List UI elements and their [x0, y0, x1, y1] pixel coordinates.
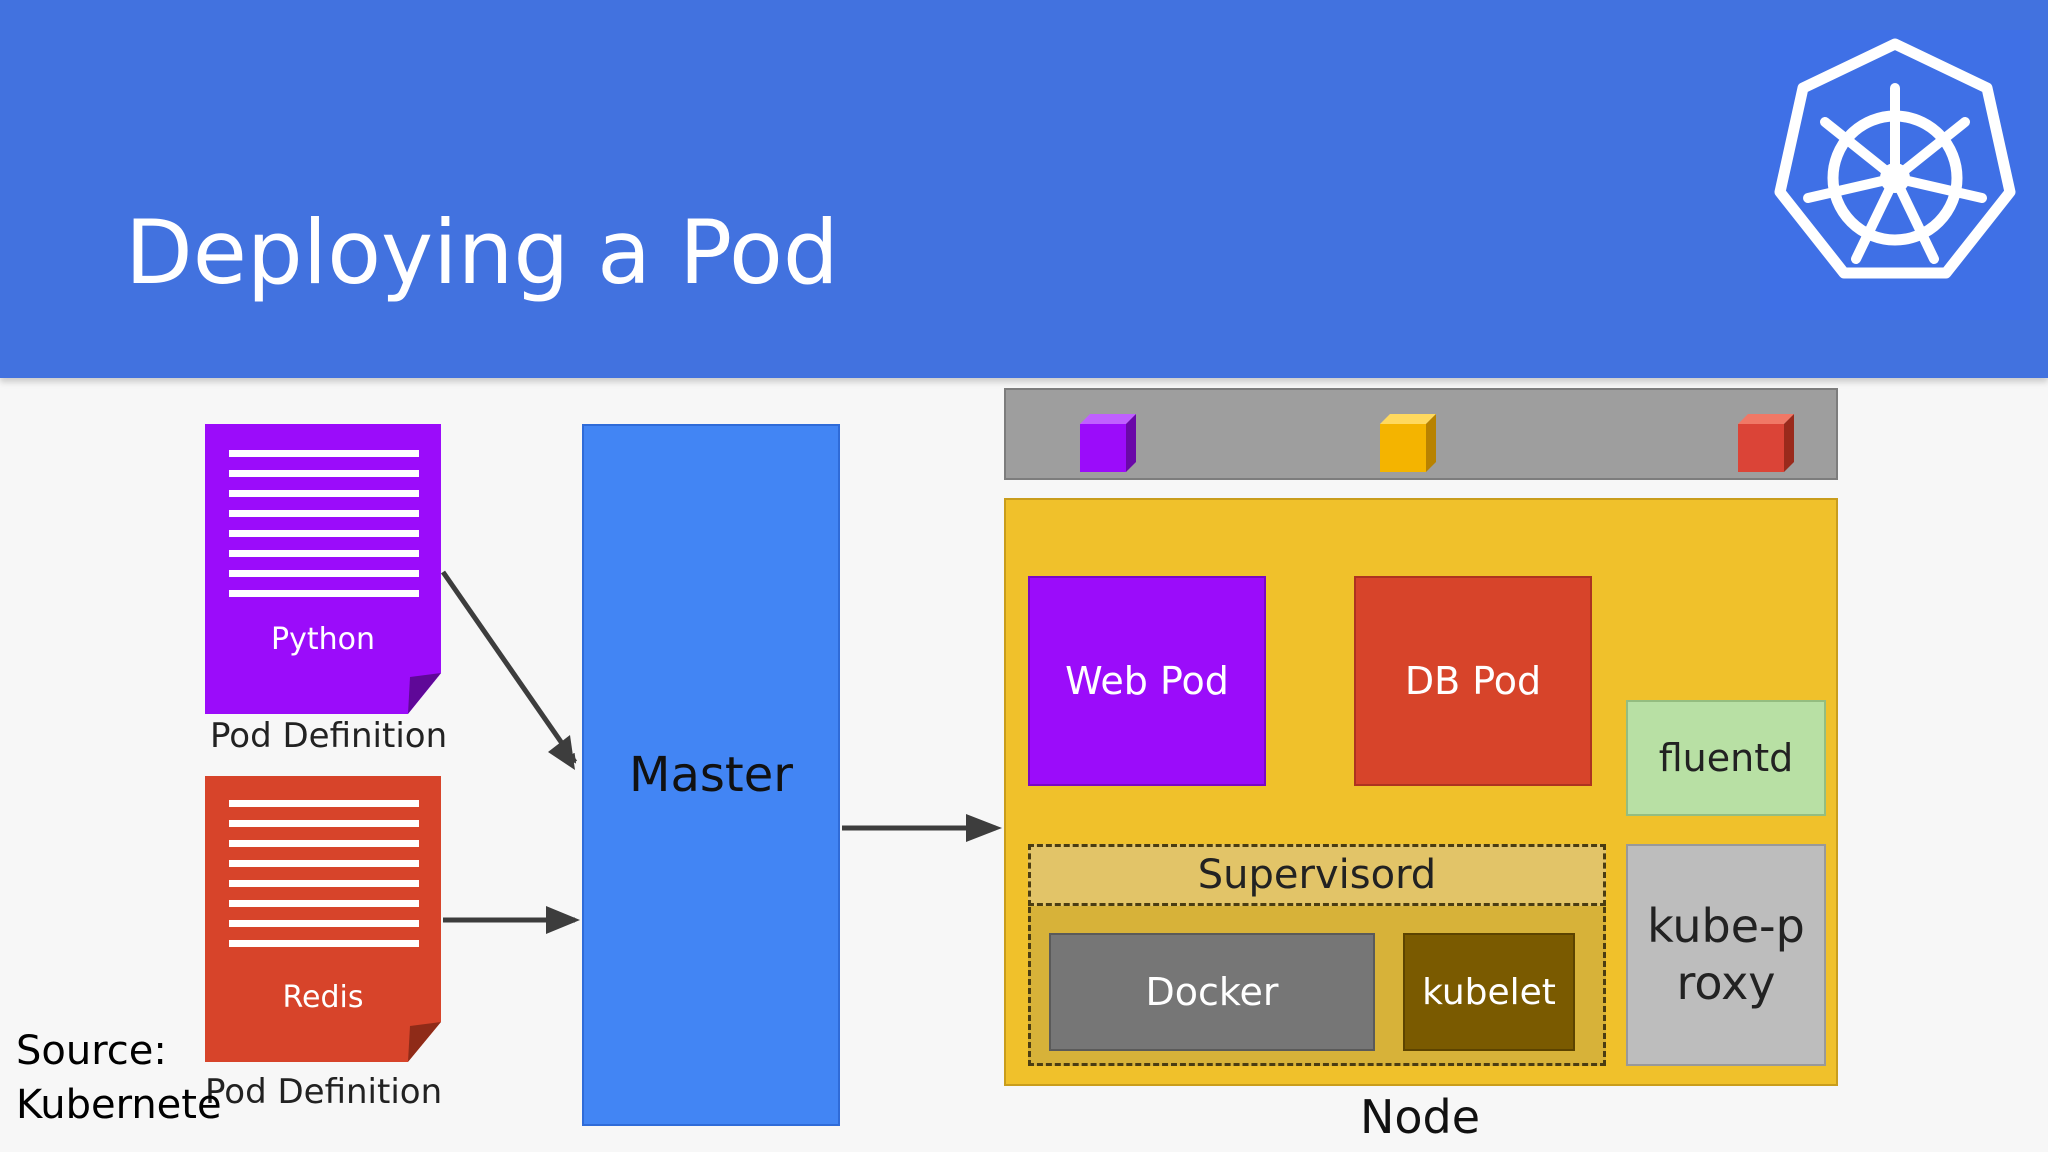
kubernetes-helm-wheel-icon [1774, 38, 2016, 279]
docker-label: Docker [1145, 970, 1279, 1014]
python-pod-definition-document: Python [205, 424, 441, 714]
fluentd-box: fluentd [1626, 700, 1826, 816]
source-line-1: Source: [16, 1028, 167, 1074]
db-pod-label: DB Pod [1404, 659, 1542, 703]
master-box: Master [582, 424, 840, 1126]
container-registry-bar [1004, 388, 1838, 480]
slide-header: Deploying a Pod [0, 0, 2048, 378]
kube-proxy-box: kube-p roxy [1626, 844, 1826, 1066]
node-box: Web Pod DB Pod fluentd kube-p roxy Super… [1004, 498, 1838, 1086]
kube-proxy-label-line1: kube-p [1647, 898, 1805, 953]
kubelet-box: kubelet [1403, 933, 1575, 1051]
supervisord-header: Supervisord [1028, 844, 1606, 906]
web-pod: Web Pod [1028, 576, 1266, 786]
redis-label: Redis [282, 980, 364, 1015]
python-pod-definition-caption: Pod Definition [210, 716, 448, 756]
web-pod-label: Web Pod [1065, 659, 1229, 703]
node-label: Node [1360, 1090, 1481, 1144]
arrowhead-python [548, 735, 575, 770]
kubelet-label: kubelet [1422, 971, 1556, 1013]
supervisord-label: Supervisord [1197, 852, 1437, 898]
document-lines-icon [229, 450, 441, 714]
red-container-cube-icon [1738, 414, 1794, 472]
redis-pod-definition-caption: Pod Definition [205, 1072, 443, 1112]
yellow-container-cube-icon [1380, 414, 1436, 472]
supervisord-area: Supervisord Docker kubelet [1028, 844, 1606, 1066]
slide-title: Deploying a Pod [125, 201, 839, 304]
arrow-python-to-master [440, 570, 578, 764]
kubernetes-logo [1760, 30, 2030, 320]
arrowhead-redis [546, 906, 580, 934]
purple-container-cube-icon [1080, 414, 1136, 472]
db-pod: DB Pod [1354, 576, 1592, 786]
docker-box: Docker [1049, 933, 1375, 1051]
source-line-2: Kubernete [16, 1082, 222, 1128]
arrowhead-node [966, 814, 1002, 842]
source-note: Source: Kubernete [16, 1024, 222, 1132]
kube-proxy-label-line2: roxy [1676, 956, 1776, 1010]
master-label: Master [629, 747, 793, 803]
fluentd-label: fluentd [1658, 736, 1794, 780]
redis-pod-definition-document: Redis [205, 776, 441, 1062]
python-label: Python [271, 622, 375, 657]
